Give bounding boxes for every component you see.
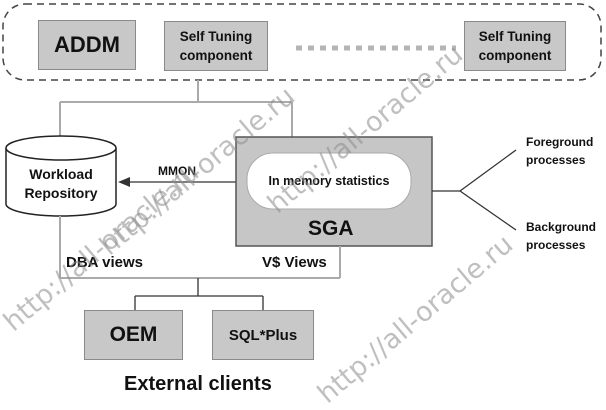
workload-line1: Workload: [29, 166, 93, 182]
v-views-label: V$ Views: [262, 254, 327, 271]
self-tuning-left-line1: Self Tuning: [179, 29, 253, 44]
mmon-label: MMON: [158, 164, 196, 178]
background-processes-label: Background processes: [526, 220, 597, 252]
sga-label: SGA: [308, 217, 354, 240]
mmon-arrowhead: [118, 177, 130, 187]
self-tuning-component-right: Self Tuning component: [464, 21, 566, 71]
dba-views-label: DBA views: [66, 254, 143, 271]
in-memory-statistics-box: [246, 152, 412, 210]
sqlplus-label: SQL*Plus: [228, 326, 298, 344]
self-tuning-component-left: Self Tuning component: [164, 21, 268, 71]
self-tuning-left-line2: component: [179, 48, 253, 63]
foreground-processes-label: Foreground processes: [526, 135, 594, 167]
oem-box: OEM: [84, 310, 183, 360]
workload-line2: Repository: [24, 185, 98, 201]
addm-box: ADDM: [38, 20, 136, 70]
self-tuning-right-line1: Self Tuning: [478, 29, 552, 44]
addm-label: ADDM: [54, 32, 120, 57]
workload-repository-cylinder: [5, 135, 117, 217]
sqlplus-box: SQL*Plus: [212, 310, 314, 360]
external-clients-label: External clients: [124, 373, 272, 395]
top-dashed-container: [2, 3, 602, 81]
self-tuning-right-line2: component: [478, 48, 552, 63]
in-memory-statistics-label: In memory statistics: [268, 174, 390, 188]
oem-label: OEM: [109, 323, 158, 346]
workload-repository-label: Workload Repository: [6, 164, 116, 204]
